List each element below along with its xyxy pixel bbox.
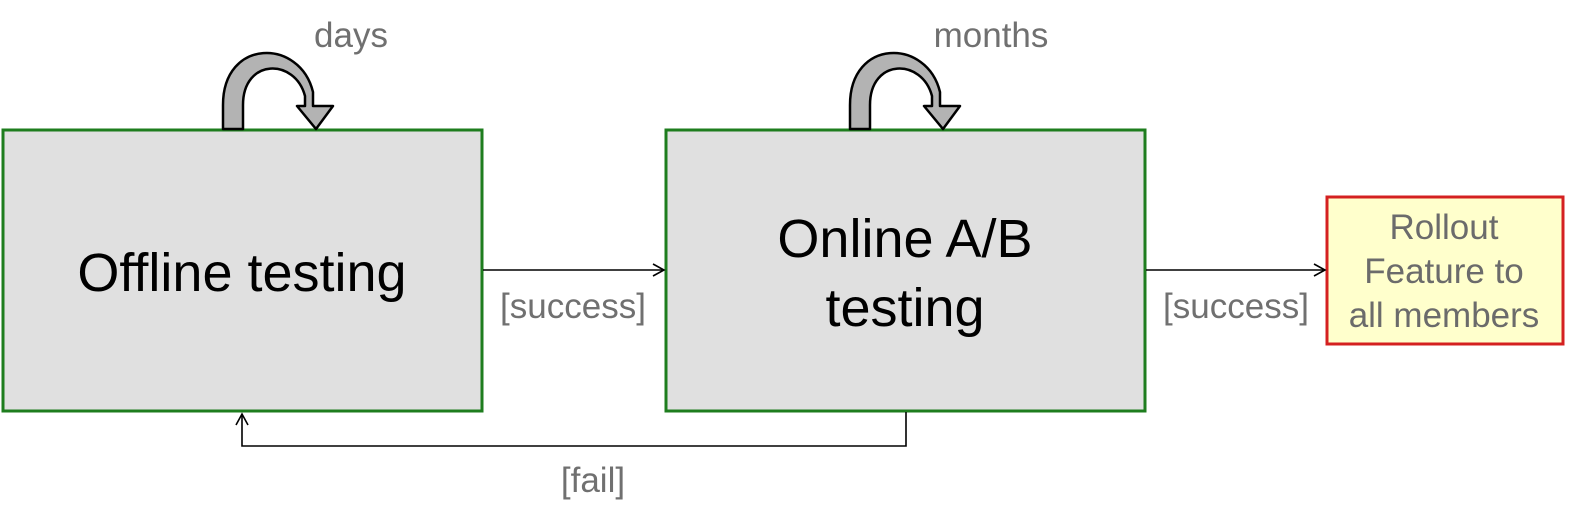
loop-label-months: months bbox=[934, 16, 1049, 55]
online-ab-testing-box bbox=[664, 128, 1147, 413]
edge-offline-to-online: [success] bbox=[483, 263, 666, 326]
edge-online-to-offline: [fail] bbox=[235, 412, 907, 500]
loop-arrow-icon bbox=[221, 51, 335, 131]
rollout-box bbox=[1325, 195, 1565, 346]
loop-arrow-icon bbox=[848, 51, 962, 131]
edge-label-fail: [fail] bbox=[561, 461, 625, 500]
loop-label-days: days bbox=[314, 16, 388, 55]
offline-loop: days bbox=[221, 16, 388, 131]
rollout-node: Rollout Feature to all members bbox=[1325, 195, 1565, 346]
online-ab-testing-label-line2: testing bbox=[825, 278, 984, 338]
offline-testing-box bbox=[1, 128, 484, 413]
online-ab-testing-node: Online A/B testing bbox=[664, 128, 1147, 413]
rollout-label-line1: Rollout bbox=[1390, 208, 1499, 247]
offline-testing-label: Offline testing bbox=[77, 243, 406, 303]
online-ab-testing-label-line1: Online A/B bbox=[777, 209, 1032, 269]
edge-label-online-rollout: [success] bbox=[1163, 287, 1309, 326]
edge-online-to-rollout: [success] bbox=[1146, 263, 1327, 326]
connector-online-offline bbox=[235, 412, 907, 447]
rollout-label-line2: Feature to bbox=[1364, 252, 1524, 291]
offline-testing-node: Offline testing bbox=[1, 128, 484, 413]
rollout-label-line3: all members bbox=[1349, 296, 1540, 335]
edge-label-offline-online: [success] bbox=[500, 287, 646, 326]
online-loop: months bbox=[848, 16, 1049, 131]
